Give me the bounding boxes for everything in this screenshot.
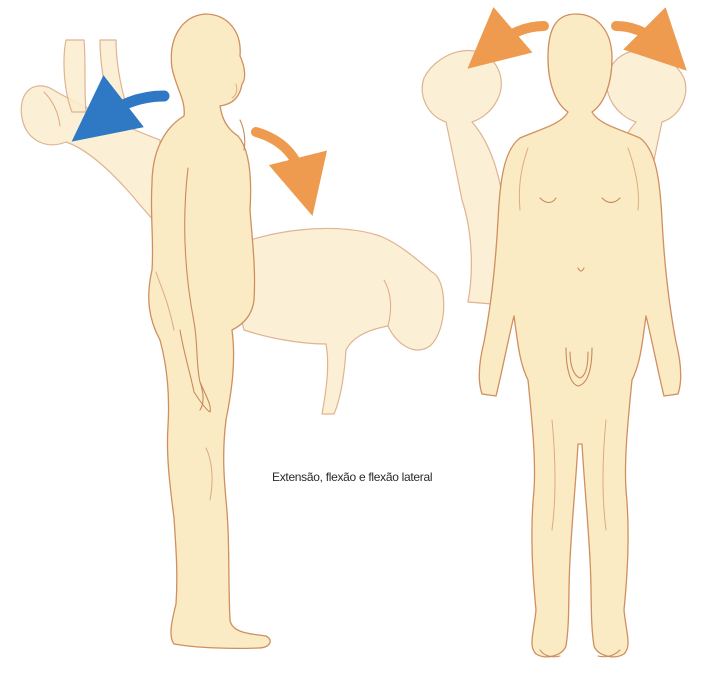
flexion-arrow-icon [256, 132, 304, 182]
lateral-ghost-left [422, 51, 506, 304]
flexion-ghost-figure [225, 228, 444, 414]
lateral-flexion-right-arrow-icon [616, 26, 662, 46]
lateral-flexion-left-arrow-icon [494, 26, 544, 46]
figure-caption: Extensão, flexão e flexão lateral [272, 470, 432, 484]
extension-ghost-figure [21, 40, 162, 230]
